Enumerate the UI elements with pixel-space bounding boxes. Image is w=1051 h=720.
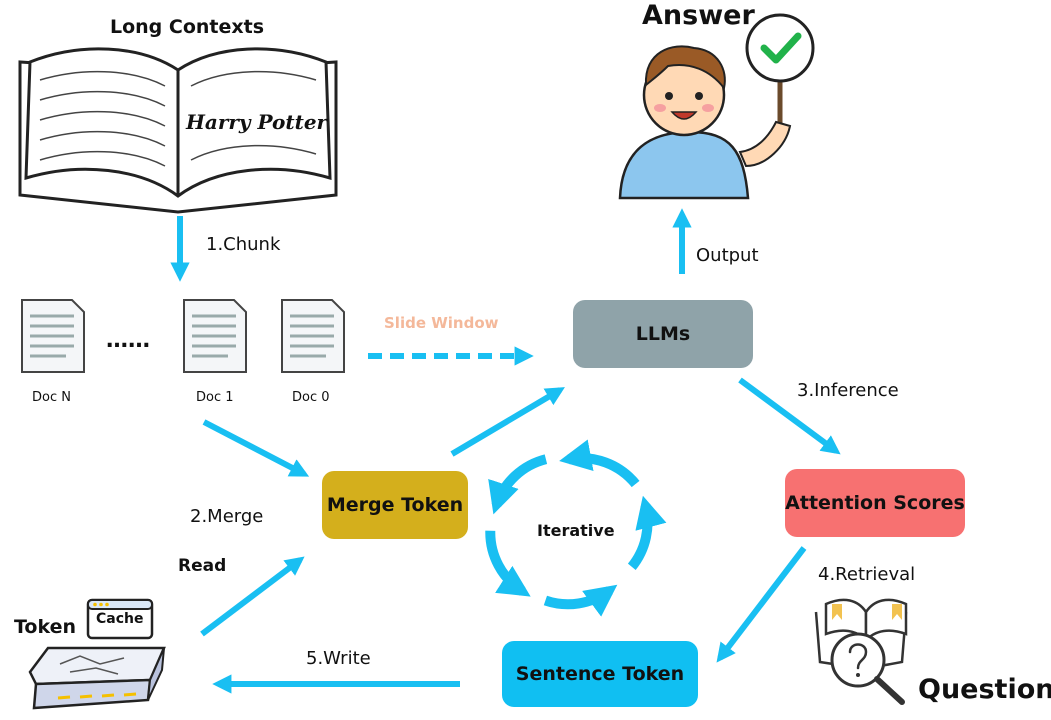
merge-to-llms-arrow <box>450 387 565 457</box>
attention-scores-box: Attention Scores <box>785 469 965 537</box>
cache-device-icon <box>28 598 166 710</box>
read-arrow <box>200 556 305 637</box>
merge-arrow <box>202 419 310 477</box>
slide-window-label: Slide Window <box>384 314 499 332</box>
doc-n-label: Doc N <box>32 390 71 405</box>
iterative-loop-icon <box>485 439 667 617</box>
merge-token-box: Merge Token <box>322 471 468 539</box>
question-title: Question <box>918 674 1051 705</box>
book-title: Harry Potter <box>186 110 328 134</box>
long-contexts-title: Long Contexts <box>110 16 265 38</box>
document-icon <box>183 299 247 373</box>
read-label: Read <box>178 556 227 576</box>
merge-label: 2.Merge <box>190 506 264 527</box>
write-label: 5.Write <box>306 648 371 669</box>
cache-label: Cache <box>96 611 144 627</box>
doc-0-label: Doc 0 <box>292 390 330 405</box>
person-holding-checkmark-sign-icon <box>618 13 815 200</box>
chunk-label: 1.Chunk <box>206 234 281 255</box>
document-icon <box>21 299 85 373</box>
iterative-label: Iterative <box>537 521 615 540</box>
retrieval-arrow <box>716 546 807 663</box>
retrieval-label: 4.Retrieval <box>818 564 916 585</box>
document-icon <box>281 299 345 373</box>
open-book-icon <box>18 47 338 214</box>
doc-1-label: Doc 1 <box>196 390 234 405</box>
token-label: Token <box>14 616 77 638</box>
inference-label: 3.Inference <box>797 380 899 401</box>
sentence-token-box: Sentence Token <box>502 641 698 707</box>
book-magnifier-question-icon <box>814 598 908 705</box>
llms-box: LLMs <box>573 300 753 368</box>
docs-ellipsis: …… <box>106 328 150 353</box>
answer-title: Answer <box>642 0 755 31</box>
output-label: Output <box>696 245 759 266</box>
inference-arrow <box>738 377 841 455</box>
